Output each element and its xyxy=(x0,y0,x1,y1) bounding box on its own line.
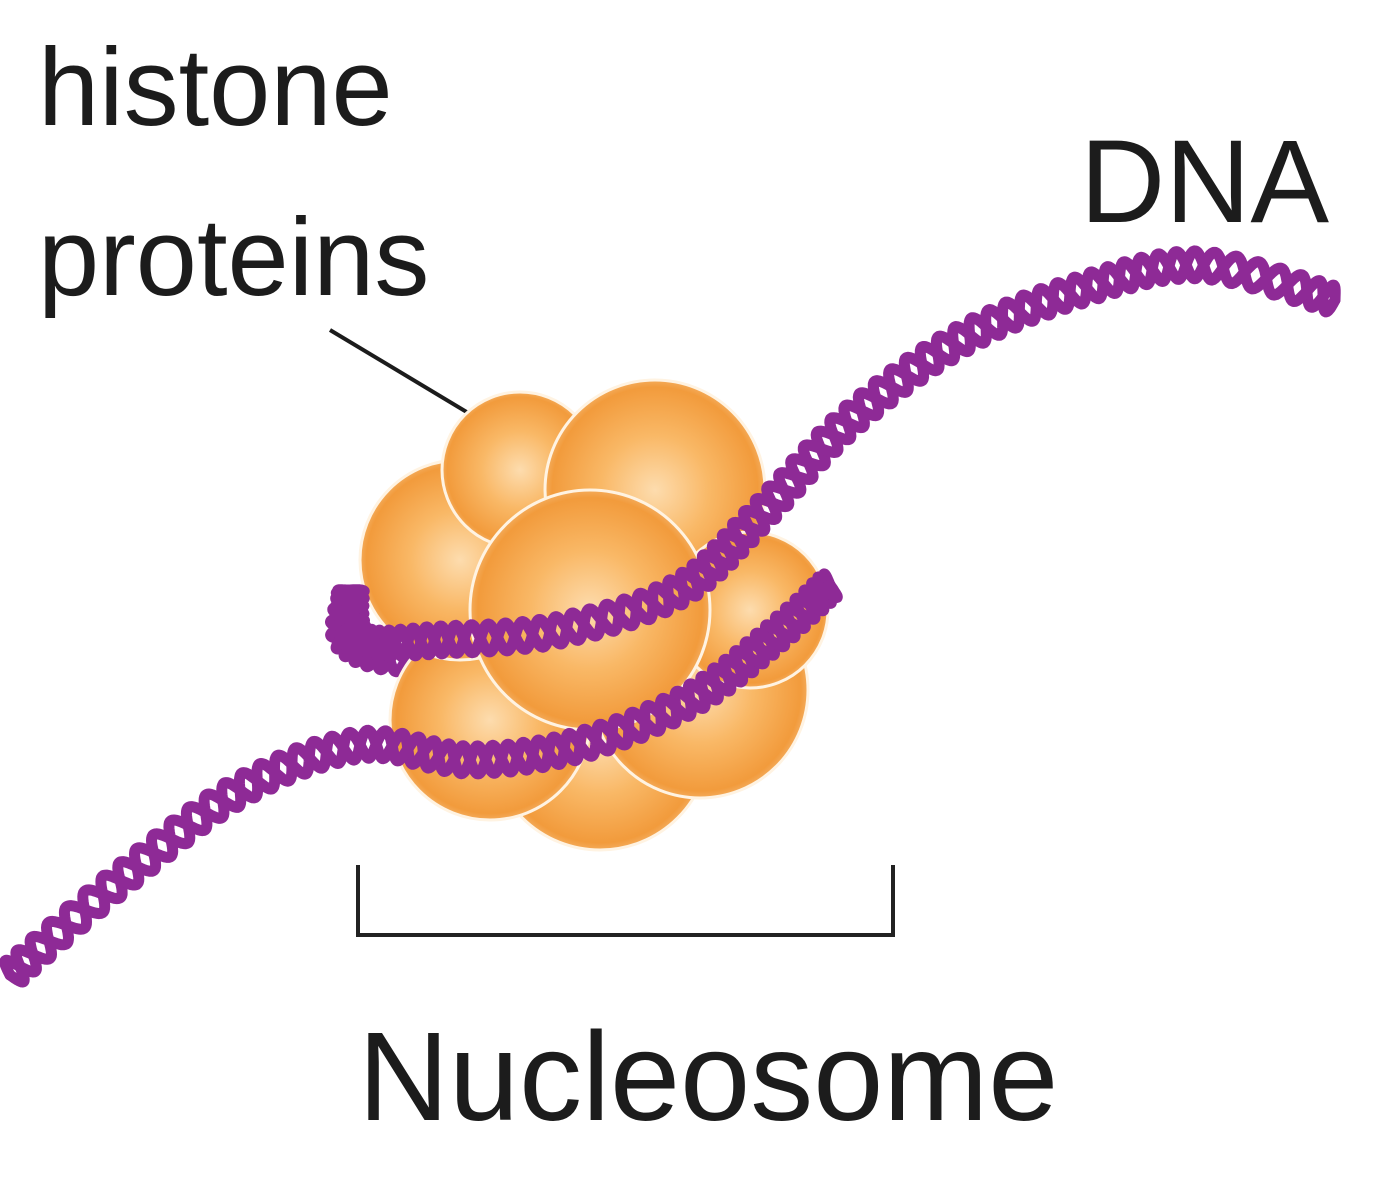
nucleosome-label: Nucleosome xyxy=(358,1006,1058,1147)
histone-label-line2: proteins xyxy=(38,196,429,319)
dna-helix-strand xyxy=(330,245,1341,664)
nucleosome-bracket xyxy=(356,865,895,937)
dna-strand-front xyxy=(0,245,1341,988)
dna-helix-strand xyxy=(0,577,843,981)
dna-label: DNA xyxy=(1080,116,1329,248)
histone-label-line1: histone xyxy=(38,26,393,149)
